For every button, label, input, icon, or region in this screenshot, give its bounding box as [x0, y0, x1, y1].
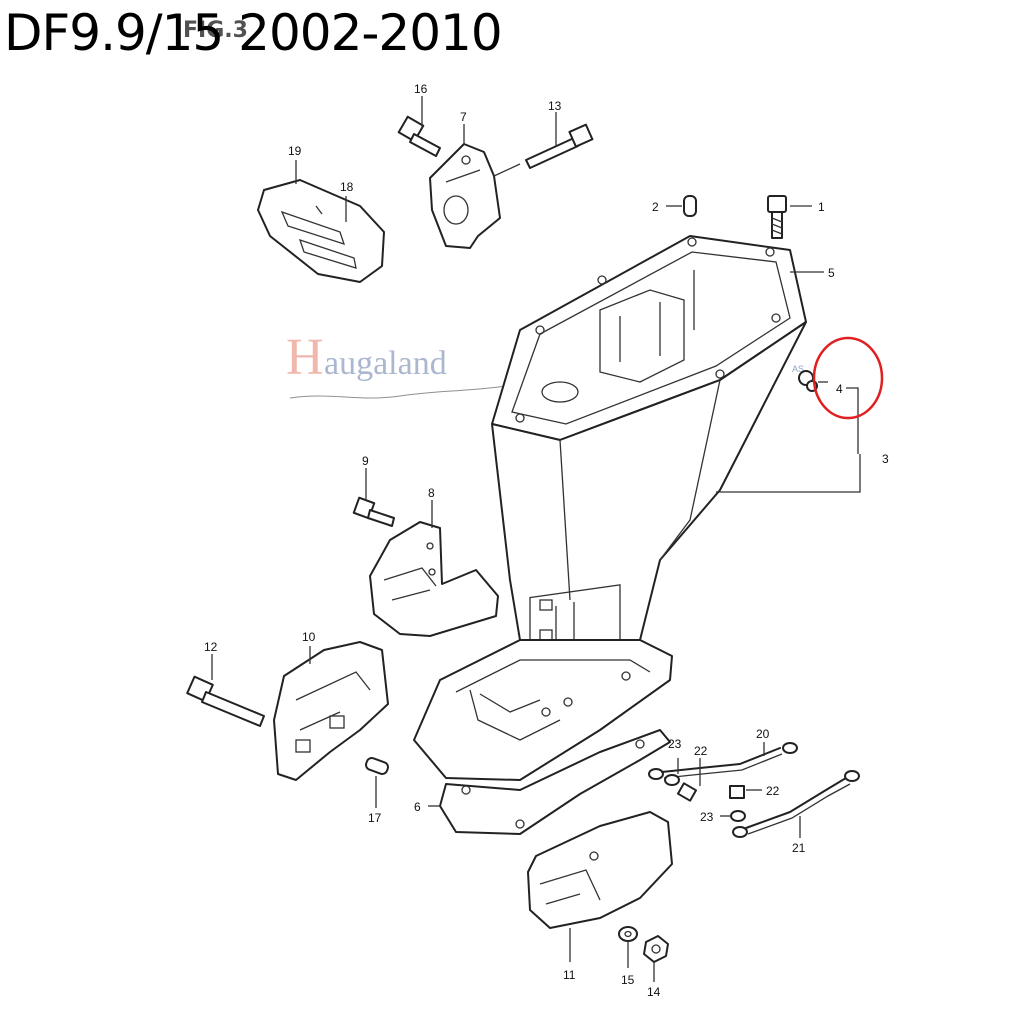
part-1-bolt [767, 195, 812, 239]
label-18: 18 [340, 180, 354, 194]
part-14-nut [643, 935, 669, 982]
figure-label: FIG.3 [183, 18, 248, 43]
label-17: 17 [368, 811, 382, 825]
watermark-initial: H [286, 329, 324, 386]
part-18-19-mounts [257, 160, 385, 283]
part-11-lower-cover [527, 811, 673, 962]
driveshaft-housing [413, 235, 861, 781]
label-3: 3 [882, 452, 889, 466]
part-6-gasket [428, 729, 671, 835]
label-11: 11 [563, 968, 576, 982]
watermark-word1: augaland [324, 345, 447, 382]
label-13: 13 [548, 99, 562, 113]
part-15-washer [618, 926, 638, 968]
highlight-circle [812, 336, 884, 420]
label-22-lower: 22 [766, 784, 780, 798]
part-13-bolt [525, 112, 594, 169]
part-16-bolt [397, 96, 441, 157]
label-22-upper: 22 [694, 744, 708, 758]
label-10: 10 [302, 630, 316, 644]
part-9-bolt [352, 468, 395, 527]
label-23-lower: 23 [700, 810, 714, 824]
part-10-lower-bracket [273, 641, 389, 781]
label-12: 12 [204, 640, 218, 654]
part-number-labels: 1 2 3 4 5 6 7 8 9 10 11 12 13 14 15 16 1… [204, 82, 889, 999]
part-2-dowel-pin [666, 195, 697, 217]
label-19: 19 [288, 144, 302, 158]
label-21: 21 [792, 841, 806, 855]
watermark-suffix: AS [792, 364, 804, 374]
part-7-bracket [429, 124, 521, 249]
label-2: 2 [652, 200, 659, 214]
part-21-ground-wire [732, 770, 860, 838]
label-20: 20 [756, 727, 770, 741]
label-1: 1 [818, 200, 825, 214]
part-22-23-screws-washers [664, 758, 762, 822]
label-23-upper: 23 [668, 737, 682, 751]
label-6: 6 [414, 800, 421, 814]
part-8-clamp-bracket [369, 500, 499, 637]
label-15: 15 [621, 973, 635, 987]
part-12-long-bolt [186, 654, 265, 727]
label-8: 8 [428, 486, 435, 500]
label-4: 4 [836, 382, 843, 396]
label-14: 14 [647, 985, 661, 999]
part-20-ground-wire [648, 742, 798, 780]
part-17-pin [365, 757, 389, 808]
leader-3 [716, 454, 861, 493]
label-9: 9 [362, 454, 369, 468]
page-title: DF9.9/15 2002-2010 [4, 4, 503, 62]
label-16: 16 [414, 82, 428, 96]
label-5: 5 [828, 266, 835, 280]
label-7: 7 [460, 110, 467, 124]
part-4-fitting [798, 370, 859, 454]
